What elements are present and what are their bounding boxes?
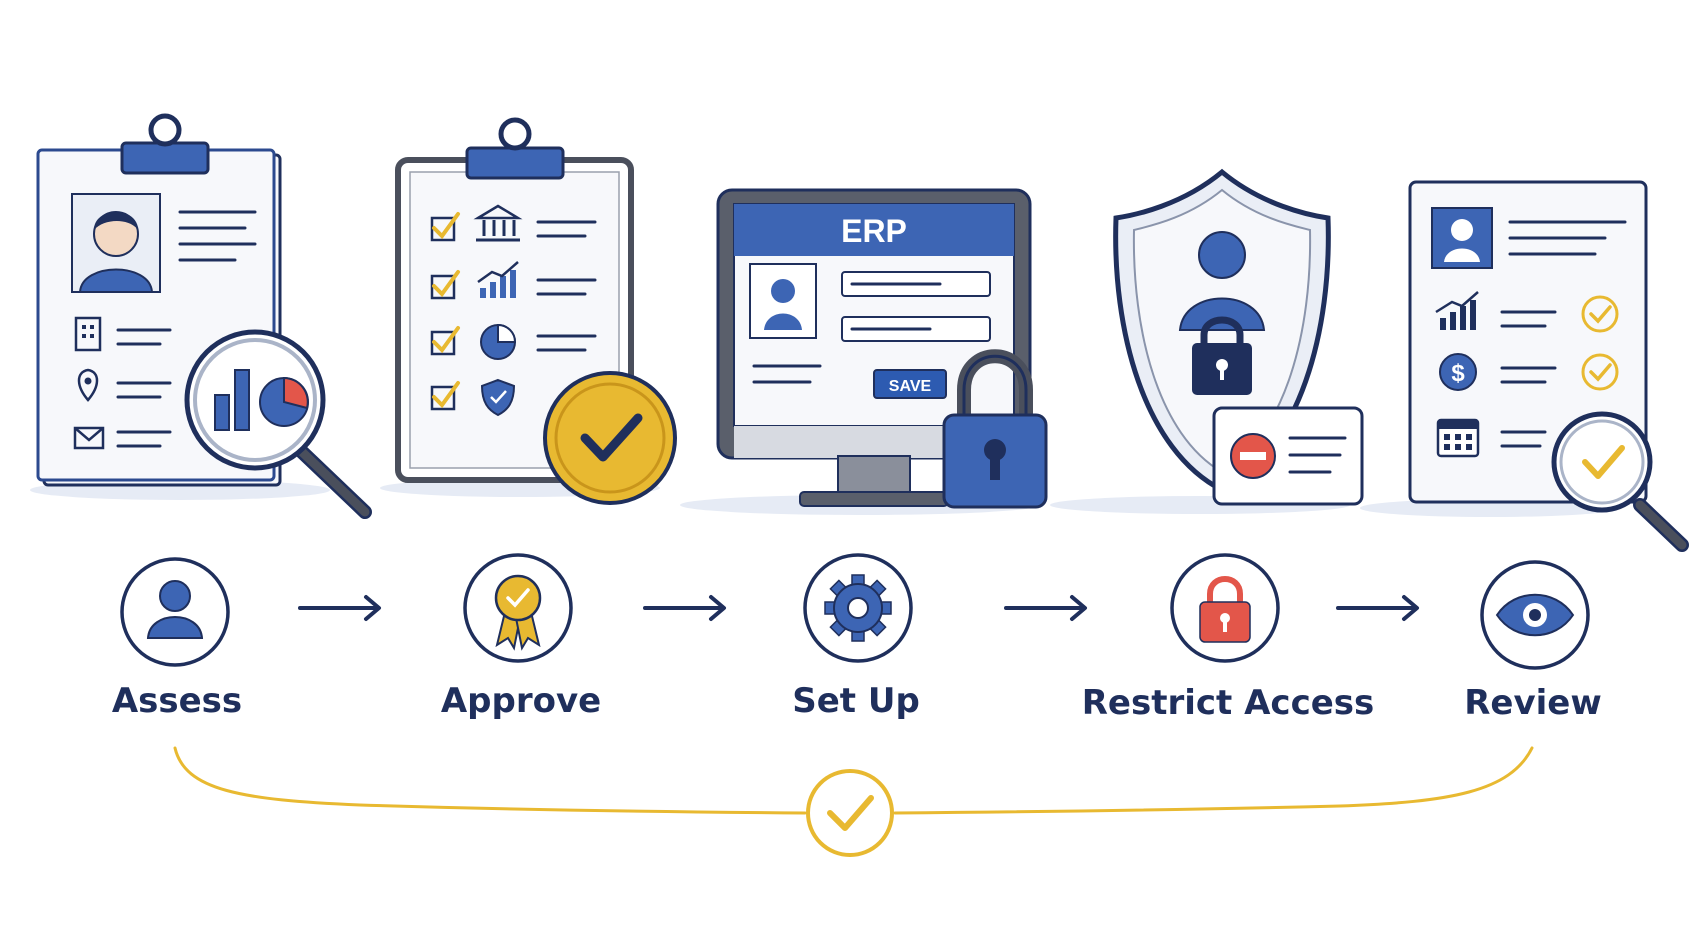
step-set-up bbox=[803, 553, 913, 663]
magnifier-chart-icon bbox=[184, 329, 372, 519]
clipboard-clip-icon bbox=[120, 113, 210, 175]
profile-photo-icon bbox=[1431, 207, 1493, 269]
dollar-icon: $ bbox=[1439, 353, 1477, 391]
step-assess bbox=[120, 557, 230, 667]
clipboard-clip-icon bbox=[465, 117, 565, 180]
completion-check-icon bbox=[806, 769, 894, 857]
step-label-set-up: Set Up bbox=[792, 681, 920, 721]
user-avatar-icon bbox=[749, 263, 817, 339]
access-denied-card-icon bbox=[1212, 406, 1364, 506]
step-label-assess: Assess bbox=[112, 681, 242, 721]
illustration-review-report: $ bbox=[1360, 180, 1689, 552]
arrow-right-icon bbox=[643, 595, 726, 621]
erp-header-text: ERP bbox=[841, 213, 907, 249]
save-button-text: SAVE bbox=[889, 378, 932, 395]
pie-chart-icon bbox=[480, 323, 517, 360]
illustration-approval-checklist bbox=[380, 117, 677, 505]
arrow-right-icon bbox=[1336, 595, 1419, 621]
bar-chart-icon bbox=[1435, 291, 1479, 330]
user-lock-icon bbox=[1178, 231, 1266, 395]
step-review bbox=[1480, 560, 1590, 670]
checkbox-checked-icon bbox=[430, 381, 460, 411]
padlock-large-icon bbox=[942, 349, 1048, 509]
shield-check-icon bbox=[480, 378, 516, 417]
gold-check-icon bbox=[1581, 353, 1619, 391]
svg-text:$: $ bbox=[1451, 360, 1465, 387]
calendar-icon bbox=[1436, 418, 1480, 458]
growth-chart-icon bbox=[477, 261, 519, 298]
bank-icon bbox=[473, 204, 523, 242]
checkbox-checked-icon bbox=[430, 270, 460, 300]
building-icon bbox=[74, 316, 102, 352]
person-icon bbox=[146, 580, 204, 639]
completion-bracket bbox=[173, 746, 1534, 857]
gear-icon bbox=[824, 574, 892, 642]
arrow-right-icon bbox=[298, 595, 381, 621]
magnifier-check-icon bbox=[1551, 411, 1689, 552]
location-pin-icon bbox=[77, 368, 99, 402]
checkbox-checked-icon bbox=[430, 212, 460, 242]
checkbox-checked-icon bbox=[430, 326, 460, 356]
gold-checkmark-badge-icon bbox=[543, 371, 677, 505]
step-restrict-access bbox=[1170, 553, 1280, 663]
gold-check-icon bbox=[1581, 295, 1619, 333]
award-ribbon-icon bbox=[494, 574, 542, 651]
step-label-approve: Approve bbox=[441, 681, 601, 721]
step-label-review: Review bbox=[1464, 683, 1602, 723]
step-label-restrict-access: Restrict Access bbox=[1082, 683, 1375, 723]
illustration-vendor-profile bbox=[30, 113, 372, 519]
arrow-right-icon bbox=[1004, 595, 1087, 621]
envelope-icon bbox=[73, 426, 105, 450]
illustration-security-shield bbox=[1050, 168, 1364, 514]
illustration-erp-monitor: ERP SAVE bbox=[680, 188, 1048, 515]
step-approve bbox=[463, 553, 573, 663]
eye-icon bbox=[1495, 593, 1575, 637]
padlock-icon bbox=[1199, 576, 1251, 643]
person-photo-icon bbox=[71, 193, 161, 293]
